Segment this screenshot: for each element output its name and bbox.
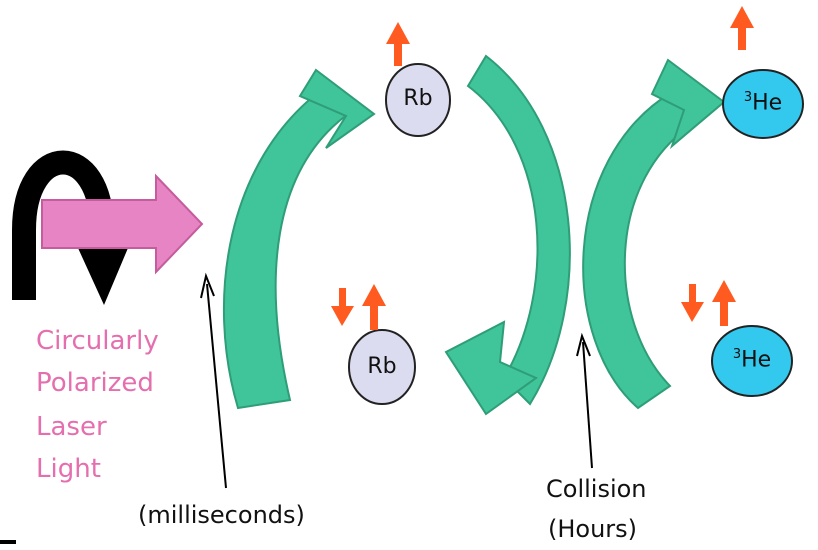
rb-atom-bottom xyxy=(348,329,416,405)
optical-pumping-cycle-arrow xyxy=(222,68,376,410)
spin-exchange-return-arrow xyxy=(444,54,571,416)
collision-label: Collision xyxy=(546,475,647,503)
he3-top-symbol: He xyxy=(752,90,783,116)
collision-cycle-arrow xyxy=(582,58,726,410)
laser-beam-arrow xyxy=(41,173,204,275)
rb-bottom-spin-down-icon xyxy=(331,288,354,326)
laser-label-line-3: Laser xyxy=(36,412,107,442)
he3-bottom-spin-down-icon xyxy=(681,284,704,322)
laser-label-line-4: Light xyxy=(36,454,101,484)
rb-top-spin-up-icon xyxy=(386,22,410,66)
he3-top-mass-number: 3 xyxy=(743,90,753,105)
he3-bottom-spin-up-icon xyxy=(712,280,736,326)
collision-pointer-arrow xyxy=(576,332,593,469)
he3-top-label: 3He xyxy=(727,90,799,115)
milliseconds-pointer-arrow xyxy=(200,272,227,489)
collision-hours-label: (Hours) xyxy=(548,515,638,543)
laser-label-line-2: Polarized xyxy=(36,368,154,398)
rb-bottom-label: Rb xyxy=(367,354,397,379)
he3-top-spin-up-icon xyxy=(730,6,754,50)
edge-dash xyxy=(0,540,16,544)
he3-atom-bottom xyxy=(711,325,793,397)
he3-bottom-symbol: He xyxy=(741,347,772,373)
milliseconds-label: (milliseconds) xyxy=(138,501,305,529)
rb-atom-top xyxy=(385,63,451,137)
he3-bottom-mass-number: 3 xyxy=(732,347,742,362)
he3-atom-top xyxy=(722,69,804,139)
rb-bottom-spin-up-icon xyxy=(362,284,386,330)
rb-top-label: Rb xyxy=(403,86,433,111)
laser-label-line-1: Circularly xyxy=(36,326,159,356)
he3-bottom-label: 3He xyxy=(716,347,788,372)
